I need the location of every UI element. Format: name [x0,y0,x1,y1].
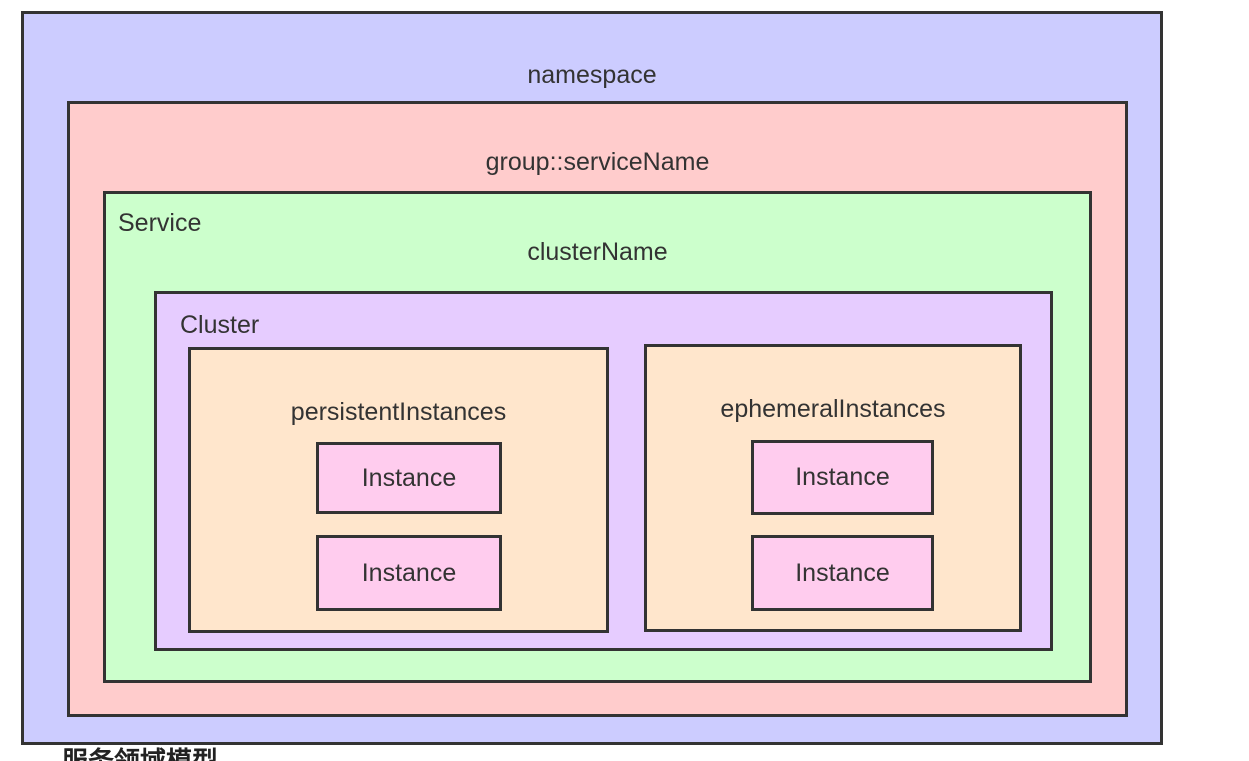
ephemeral-instance-1: Instance [751,440,934,515]
service-label: Service [118,209,202,237]
diagram-caption: 服务领域模型 [62,746,219,761]
cluster-label: Cluster [180,311,260,339]
ephemeral-instance-2: Instance [751,535,934,611]
cluster-name-label: clusterName [527,238,668,266]
group-service-label: group::serviceName [485,148,710,176]
persistent-instance-1: Instance [316,442,502,514]
persistent-instances-label: persistentInstances [290,398,507,426]
ephemeral-instances-label: ephemeralInstances [720,395,946,423]
persistent-instance-2: Instance [316,535,502,611]
namespace-label: namespace [527,61,657,89]
